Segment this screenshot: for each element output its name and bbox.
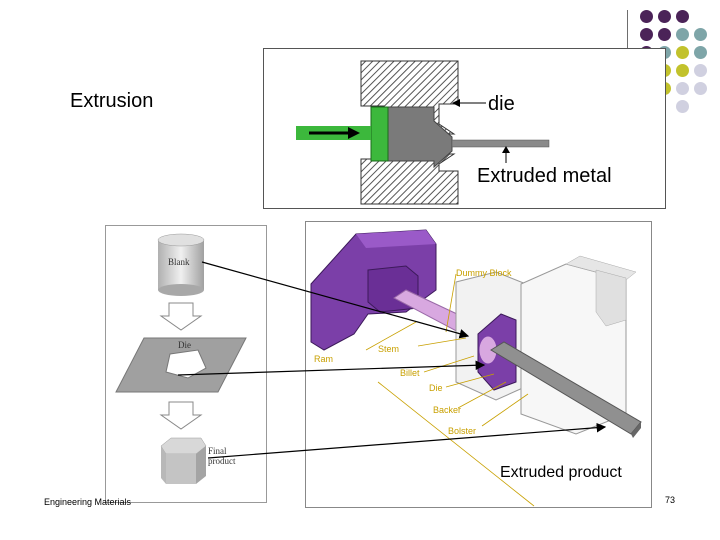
down-arrow-icon [159,401,203,430]
base-leader [377,381,535,507]
blank-cylinder-bottom [158,284,204,296]
die-label: die [488,93,515,115]
billet-label: Billet [400,368,420,378]
final-product-front [166,454,196,484]
extruded-product-label: Extruded product [500,464,622,481]
blank-label: Blank [168,257,190,267]
bolster-leader [481,393,529,427]
final-product-label-line2: product [208,456,236,466]
extrusion-press-drawing [310,229,642,507]
footer-course-name: Engineering Materials [44,497,132,507]
extruded-metal-label: Extruded metal [477,165,612,187]
decorative-dot [694,64,707,77]
decorative-dot [676,100,689,113]
extruded-metal-pointer-head [502,146,510,153]
die-opening [165,349,207,379]
die-pointer-head [452,99,460,107]
process-steps-drawing [115,233,247,484]
ram-top-face [356,230,436,248]
stem-label: Stem [378,344,400,354]
final-product-label-line1: Final [208,446,227,456]
blank-cylinder-body [158,240,204,290]
decorative-dot [658,10,671,23]
decorative-dot [694,82,707,95]
decorative-dot [676,82,689,95]
decorative-dot [640,28,653,41]
platen-notch [595,269,627,327]
dummy-block-label: Dummy Block [456,268,512,278]
decorative-dot [658,28,671,41]
ram-leader [365,321,417,351]
extruded-rod [451,139,550,148]
decorative-dot [676,10,689,23]
down-arrow-icon [159,302,203,331]
product-to-bar-line [207,422,607,459]
billet-leader [423,355,475,373]
extrusion-schematic-drawing [296,60,550,205]
decorative-dot [676,28,689,41]
die-to-die-line [177,360,486,376]
final-product-right [196,446,206,484]
backer-leader [457,381,507,409]
process-steps-diagram: Blank Die Final product [105,225,267,503]
dummy-block-leader [445,273,457,333]
blank-to-billet-line [201,261,470,339]
push-arrow-head [348,127,360,139]
stem-leader [417,337,467,347]
die-leader [445,373,495,388]
extrusion-press-illustration: Dummy Block Ram Stem Billet Die Backer B… [305,221,652,508]
decorative-dot [694,46,707,59]
decorative-dot [640,10,653,23]
backer-label: Backer [433,405,462,415]
blank-cylinder-top [157,233,205,247]
decorative-dot [676,46,689,59]
decorative-dot [676,64,689,77]
page-number: 73 [665,495,676,505]
die-plate-label: Die [178,340,191,350]
slide-title: Extrusion [70,90,154,112]
die-part-label: Die [429,383,443,393]
final-product-side [161,446,166,484]
bolster-label: Bolster [448,426,477,436]
extrusion-schematic [263,48,666,209]
decorative-dot [694,28,707,41]
billet [387,106,453,169]
extruded-bar-end [631,422,641,438]
ram-label: Ram [314,354,334,364]
